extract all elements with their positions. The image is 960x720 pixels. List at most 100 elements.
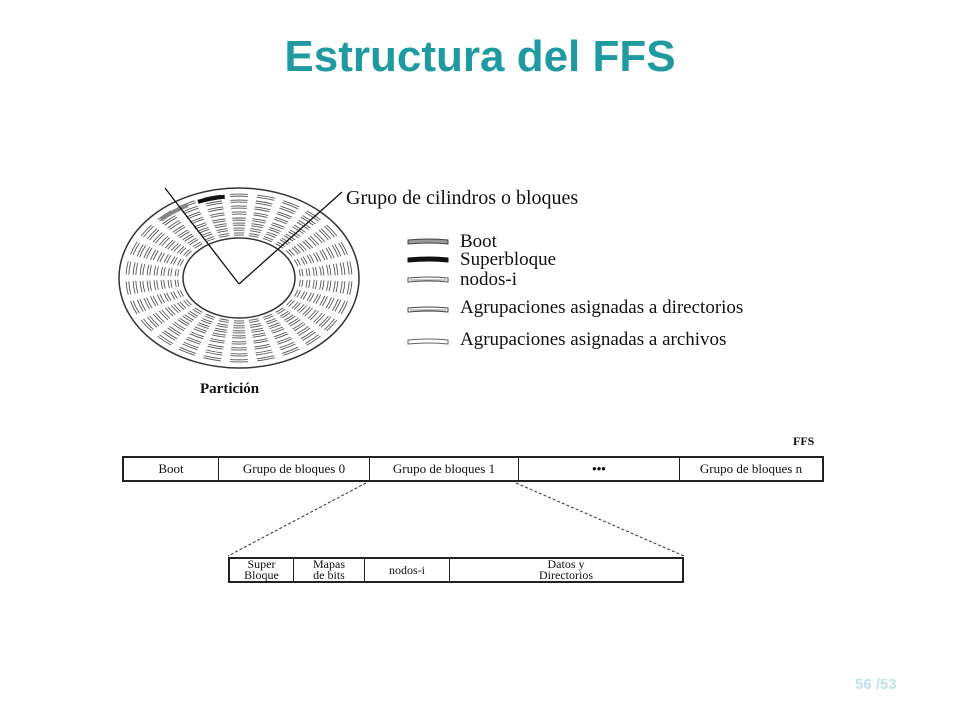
disk-track-segment [306,255,312,264]
disk-track-segment [173,304,181,312]
disk-track-segment [250,324,262,328]
disk-track-segment [182,233,193,241]
disk-track-segment [253,340,269,344]
disk-track-segment [300,216,314,226]
disk-track-segment [191,331,205,338]
disk-track-segment [291,247,299,255]
disk-track-segment [304,307,313,317]
detail-connector-right [515,482,685,557]
disk-track-segment [314,280,318,290]
disk-track-segment [192,241,201,248]
disk-track-segment [263,315,274,320]
group-cell-data: Datos y Directorios [450,558,682,581]
disk-track-segment [326,224,338,237]
disk-track-segment [136,299,144,312]
disk-track-segment [277,308,286,315]
disk-track-segment [143,225,154,238]
disk-track-segment [251,225,264,229]
disk-track-segment [249,233,260,236]
disk-track-segment [162,331,176,341]
disk-track-segment [212,332,226,336]
disk-track-segment [211,334,226,338]
disk-track-segment [306,335,321,346]
disk-track-segment [349,261,353,275]
disk-track-segment [328,280,332,292]
disk-track-segment [331,298,339,311]
disk-track-segment [159,293,166,304]
disk-track-segment [302,306,311,315]
disk-track-segment [320,228,332,240]
disk-track-segment [200,319,212,325]
disk-track-segment [249,322,261,326]
disk-track-segment [217,322,229,326]
disk-track-segment [204,315,215,320]
disk-track-segment [325,297,332,309]
disk-track-segment [321,296,328,307]
disk-track-segment [293,224,306,233]
disk-track-segment [185,250,192,257]
disk-track-segment [216,228,228,232]
disk-track-segment [177,279,180,287]
disk-track-segment [152,295,159,306]
disk-track-segment [132,242,140,256]
disk-track-segment [152,250,159,261]
ffs-layout-bar: Boot Grupo de bloques 0 Grupo de bloques… [122,456,824,482]
cylinder-group-wedge-right [238,191,343,285]
disk-track-segment [285,233,296,241]
disk-track-segment [125,261,129,275]
disk-track-segment [153,265,157,276]
disk-track-segment [306,292,312,301]
disk-track-segment [296,221,309,230]
disk-track-segment [256,355,275,360]
disk-track-segment [321,249,328,260]
disk-track-segment [167,279,170,289]
disk-track-segment [294,289,299,297]
disk-track-segment [280,205,296,213]
disk-track-segment [328,264,332,276]
disk-track-segment [319,266,322,276]
disk-track-segment [332,263,336,276]
disk-track-segment [143,297,150,310]
disk-track-segment [334,244,342,257]
disk-track-segment [194,243,203,249]
disk-track-segment [149,265,152,276]
disk-track-segment [280,343,296,351]
disk-track-segment [265,233,276,238]
disk-track-segment [319,280,322,290]
legend-swatch-directories [407,306,449,313]
disk-track-segment [177,269,180,277]
disk-track-segment [219,318,230,321]
disk-track-segment [206,202,223,207]
disk-track-segment [307,309,317,319]
disk-track-segment [293,246,301,254]
disk-track-segment [249,230,261,234]
disk-track-segment [169,326,182,335]
disk-track-segment [294,259,299,267]
disk-track-segment [189,310,199,317]
disk-track-segment [206,313,216,318]
disk-track-segment [218,233,229,236]
disk-track-segment [299,242,307,251]
disk-track-segment [160,266,164,276]
disk-track-segment [262,238,272,243]
block-group-detail-bar: Super Bloque Mapas de bits nodos-i Datos… [228,557,684,583]
disk-track-segment [173,244,181,252]
disk-track-segment [150,296,157,307]
disk-track-segment [167,220,180,229]
disk-track-segment [217,230,229,234]
disk-track-segment [179,289,184,297]
disk-track-segment [208,343,224,348]
legend-label-directories: Agrupaciones asignadas a directorios [460,297,744,318]
disk-track-segment [194,307,203,313]
disk-track-segment [177,229,189,237]
disk-track-segment [300,257,306,265]
disk-track-segment [288,317,299,325]
disk-track-segment [177,302,185,310]
disk-superblock-area [197,194,225,204]
disk-track-segment [194,326,207,332]
disk-track-segment [125,281,129,295]
disk-track-segment [182,205,198,213]
disk-track-segment [253,212,269,216]
disk-track-segment [185,338,201,345]
